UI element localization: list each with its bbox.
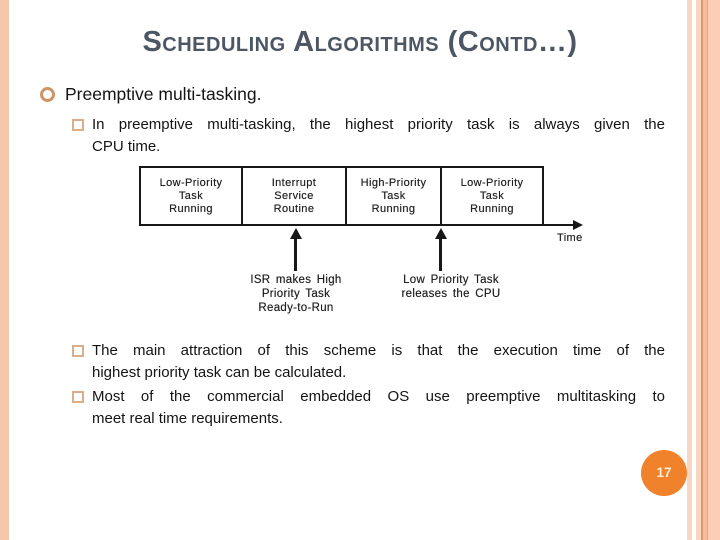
bullet-sub2: The main attraction of this scheme is th… bbox=[72, 340, 665, 384]
diagram-box-low-priority-1: Low-Priority Task Running bbox=[159, 176, 223, 215]
event-arrow-1-icon bbox=[290, 228, 302, 239]
bullet-sub1-line2: CPU time. bbox=[92, 138, 161, 155]
right-stripe-2 bbox=[696, 0, 701, 540]
right-stripe-6 bbox=[708, 0, 720, 540]
event-arrow-2-stem bbox=[439, 238, 442, 271]
bullet-sub2-text: The main attraction of this scheme is th… bbox=[92, 340, 665, 384]
annotation-isr-ready: ISR makes High Priority Task Ready-to-Ru… bbox=[250, 274, 342, 314]
right-stripe-1 bbox=[687, 0, 692, 540]
event-arrow-1-stem bbox=[294, 238, 297, 271]
page-title: Scheduling Algorithms (Contd…) bbox=[142, 26, 578, 58]
bullet-sub1: In preemptive multi-tasking, the highest… bbox=[72, 114, 665, 158]
diagram-box-high-priority: High-Priority Task Running bbox=[345, 168, 440, 224]
right-border-stripes bbox=[687, 0, 720, 540]
square-bullet-icon bbox=[72, 119, 84, 131]
square-bullet-icon bbox=[72, 345, 84, 357]
bullet-sub3-line2: meet real time requirements. bbox=[92, 410, 283, 427]
square-bullet-icon bbox=[72, 391, 84, 403]
bullet-sub3: Most of the commercial embedded OS use p… bbox=[72, 386, 665, 430]
time-axis-line bbox=[544, 224, 574, 226]
bullet-sub1-text: In preemptive multi-tasking, the highest… bbox=[92, 114, 665, 158]
diagram-box-isr: Interrupt Service Routine bbox=[241, 168, 345, 224]
bullet-level1: Preemptive multi-tasking. bbox=[40, 84, 261, 105]
annotation-release-cpu: Low Priority Task releases the CPU bbox=[401, 274, 501, 300]
bullet-sub3-line1: Most of the commercial embedded OS use p… bbox=[92, 388, 665, 405]
bullet-sub1-line1: In preemptive multi-tasking, the highest… bbox=[92, 116, 665, 133]
diagram-box-row: Low-Priority Task Running Interrupt Serv… bbox=[139, 166, 544, 226]
left-border-stripe bbox=[0, 0, 9, 540]
circle-bullet-icon bbox=[40, 87, 55, 102]
page-number-badge: 17 bbox=[641, 450, 687, 496]
time-axis-arrow-icon bbox=[573, 220, 583, 230]
task-timeline-diagram: Low-Priority Task Running Interrupt Serv… bbox=[139, 160, 609, 332]
bullet-level1-label: Preemptive multi-tasking. bbox=[65, 84, 262, 104]
bullet-sub3-text: Most of the commercial embedded OS use p… bbox=[92, 386, 665, 430]
diagram-box-low-priority-2: Low-Priority Task Running bbox=[440, 168, 542, 224]
time-axis-label: Time bbox=[557, 232, 583, 244]
right-stripe-3 bbox=[701, 0, 703, 540]
right-stripe-5 bbox=[707, 0, 708, 540]
right-stripe-4 bbox=[703, 0, 707, 540]
event-arrow-2-icon bbox=[435, 228, 447, 239]
bullet-sub2-line2: highest priority task can be calculated. bbox=[92, 364, 347, 381]
bullet-sub2-line1: The main attraction of this scheme is th… bbox=[92, 342, 665, 359]
